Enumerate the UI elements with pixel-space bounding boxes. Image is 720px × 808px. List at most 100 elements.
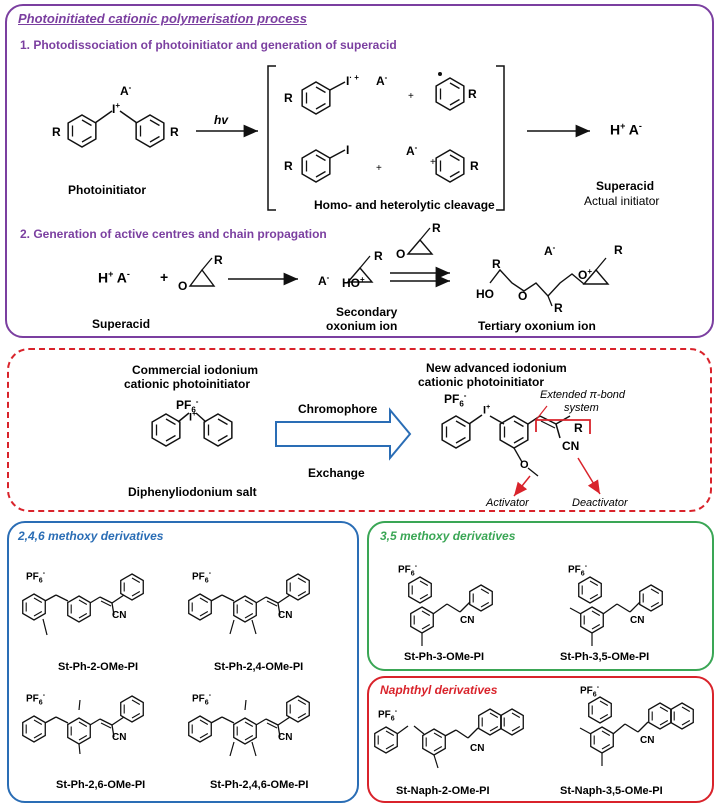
chem-label: + xyxy=(430,157,436,168)
epoxide-2 xyxy=(406,227,434,255)
compound-label: St-Naph-3,5-OMe-PI xyxy=(560,785,663,797)
naphthyl-panel xyxy=(367,676,714,803)
chem-label: I+ xyxy=(483,404,491,417)
compound-label: St-Ph-2,4,6-OMe-PI xyxy=(210,779,309,791)
chem-label: O xyxy=(520,459,529,471)
chem-label: CN xyxy=(112,732,127,743)
st-naph-35-ome-structure xyxy=(579,696,694,766)
chem-label: PF6- xyxy=(26,570,46,585)
superacid-label: Superacid xyxy=(596,179,655,193)
chem-label: PF6- xyxy=(176,397,199,415)
deactivator-label: Deactivator xyxy=(572,497,628,509)
chem-label: HO xyxy=(476,287,494,301)
hv-label: hv xyxy=(214,113,229,127)
chem-label: A- xyxy=(544,243,556,258)
chromophore-exchange-arrow xyxy=(275,407,412,461)
chem-label: CN xyxy=(278,732,293,743)
chem-label: O+ xyxy=(578,267,593,282)
step1-heading: 1. Photodissociation of photoinitiator a… xyxy=(20,38,397,52)
chem-label: PF6- xyxy=(568,563,588,578)
chem-label: A- xyxy=(376,73,388,88)
chromophore-label: Chromophore xyxy=(298,402,378,416)
epoxide-1 xyxy=(188,257,216,287)
chem-label: PF6- xyxy=(378,708,398,723)
panel4-title: 3,5 methoxy derivatives xyxy=(380,529,516,543)
chem-label: + xyxy=(408,91,414,102)
chem-label: I xyxy=(346,143,350,157)
chem-label: R xyxy=(284,91,293,105)
panel5-title: Naphthyl derivatives xyxy=(380,683,498,697)
step2-heading: 2. Generation of active centres and chai… xyxy=(20,227,327,241)
chem-label: I· + xyxy=(346,73,359,88)
st-ph-3-ome-structure xyxy=(408,576,493,646)
chem-label: R xyxy=(170,125,179,139)
chem-label: R xyxy=(492,257,501,271)
chem-label: I+ xyxy=(189,411,197,424)
tertiary-label: Tertiary oxonium ion xyxy=(478,319,596,333)
photoinitiator-structure xyxy=(67,110,165,148)
chem-label: CN xyxy=(112,610,127,621)
diphenyl-label: Diphenyliodonium salt xyxy=(128,485,257,499)
chem-label: A- xyxy=(318,273,330,288)
chem-label: R xyxy=(374,249,383,263)
methoxy-246-panel xyxy=(7,521,359,803)
commercial-label-1: Commercial iodonium xyxy=(132,363,259,377)
compound-label: St-Ph-2-OMe-PI xyxy=(58,661,139,673)
new-label-2: cationic photoinitiator xyxy=(418,375,544,389)
st-ph-26-ome-structure xyxy=(23,696,144,755)
exchange-label: Exchange xyxy=(308,466,365,480)
st-ph-2-ome-structure xyxy=(23,574,144,636)
tertiary-oxonium xyxy=(489,257,610,307)
chem-label: PF6- xyxy=(398,563,418,578)
chem-label: R xyxy=(614,243,623,257)
compound-label: St-Ph-2,4-OMe-PI xyxy=(214,661,304,673)
extended-label-2: system xyxy=(564,402,599,414)
compound-label: St-Naph-2-OMe-PI xyxy=(396,785,490,797)
st-naph-2-ome-structure xyxy=(374,708,524,769)
chem-label: A- xyxy=(406,143,418,158)
secondary-label-1: Secondary xyxy=(336,305,398,319)
chem-label: PF6- xyxy=(26,692,46,707)
chem-label: R xyxy=(52,125,61,139)
st-ph-24-ome-structure xyxy=(189,574,310,635)
commercial-label-2: cationic photoinitiator xyxy=(124,377,250,391)
chem-label: + xyxy=(376,163,382,174)
chem-label: R xyxy=(574,421,583,435)
chem-label: O xyxy=(396,247,406,261)
methoxy-35-panel xyxy=(367,521,714,671)
chem-label: CN xyxy=(460,615,475,626)
chromophore-exchange-panel xyxy=(7,348,712,512)
new-label-1: New advanced iodonium xyxy=(426,361,567,375)
chem-label: R xyxy=(554,301,563,315)
activator-label: Activator xyxy=(486,497,529,509)
chem-label: CN xyxy=(640,735,655,746)
superacid-label-2: Superacid xyxy=(92,317,151,331)
secondary-oxonium xyxy=(346,255,374,283)
chem-label: R xyxy=(284,159,293,173)
chem-label: PF6- xyxy=(192,570,212,585)
compound-label: St-Ph-3,5-OMe-PI xyxy=(560,651,650,663)
chem-label: HO+ xyxy=(342,275,365,290)
panel1-title: Photoinitiated cationic polymerisation p… xyxy=(18,11,307,26)
chem-label: CN xyxy=(562,439,580,453)
chem-label: CN xyxy=(470,743,485,754)
compound-label: St-Ph-2,6-OMe-PI xyxy=(56,779,146,791)
chem-label: A- xyxy=(120,83,132,98)
actual-initiator-label: Actual initiator xyxy=(584,194,660,208)
advanced-photoinitiator-structure xyxy=(441,405,601,497)
st-ph-35-ome-structure xyxy=(569,576,663,646)
compound-label: St-Ph-3-OMe-PI xyxy=(404,651,485,663)
chem-label: PF6- xyxy=(580,684,600,699)
chem-label: PF6- xyxy=(444,391,467,409)
photoinitiator-label: Photoinitiator xyxy=(68,183,146,197)
chem-label: R xyxy=(468,87,477,101)
chem-label: + xyxy=(160,269,169,285)
photopolymerisation-panel xyxy=(5,4,714,338)
diphenyliodonium-structure xyxy=(151,412,233,447)
chem-label: H+ A- xyxy=(610,121,642,138)
chem-label: O xyxy=(178,279,188,293)
st-ph-246-ome-structure xyxy=(189,696,310,757)
secondary-label-2: oxonium ion xyxy=(326,319,398,333)
chem-label: H+ A- xyxy=(98,269,130,286)
